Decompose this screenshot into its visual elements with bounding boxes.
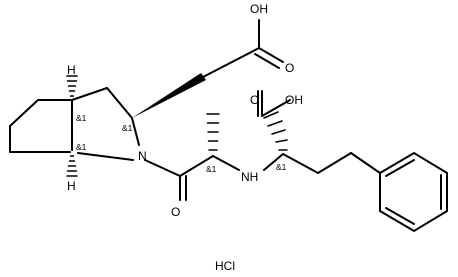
bridgehead-h-top: H [67, 63, 76, 77]
atom-oh-top: OH [250, 2, 268, 16]
bridgehead-h-bottom: H [67, 179, 76, 193]
homophenylalanine-stereo-bond [263, 111, 288, 151]
atom-nh: NH [241, 170, 258, 184]
stereo-label: &1 [76, 142, 87, 152]
pyrrolidine-ring [71, 87, 140, 161]
atom-o-top: O [285, 61, 294, 75]
atom-o-right: O [250, 93, 259, 107]
stereo-label: &1 [206, 164, 217, 174]
amide-group [144, 155, 214, 201]
atom-oh-right: OH [285, 93, 303, 107]
benzene-ring [379, 151, 448, 233]
amine-chain [212, 90, 381, 174]
atom-o-amide: O [171, 205, 180, 219]
stereo-label: &1 [76, 113, 87, 123]
alanine-methyl-stereo-bond [206, 113, 220, 151]
cyclopentane-ring [9, 99, 73, 153]
counter-ion: HCl [215, 259, 235, 273]
stereo-label: &1 [276, 162, 287, 172]
atom-n-ring: N [138, 149, 147, 163]
ring-carboxylic-acid [132, 19, 284, 118]
bridgehead-hydrogens [66, 75, 78, 177]
stereo-label: &1 [122, 123, 133, 133]
